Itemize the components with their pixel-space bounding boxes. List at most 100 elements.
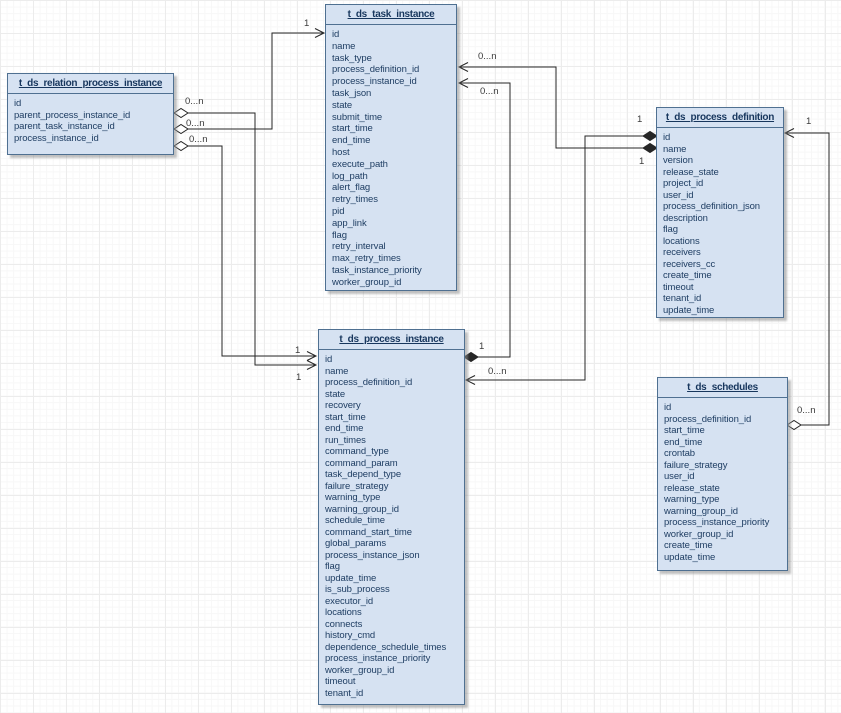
entity-title: t_ds_schedules [658,378,787,398]
entity-field: locations [663,235,700,247]
entity-field: id [664,402,672,413]
entity-field: parent_process_instance_id [14,109,131,121]
entity-field: create_time [663,270,712,281]
relationship-line [181,32,324,130]
entity-field: failure_strategy [664,459,728,471]
relationship-line [459,66,650,149]
arrowhead-icon [457,78,469,88]
entity-field: update_time [664,551,716,563]
arrowhead-icon [464,375,476,385]
composition-diamond [642,142,658,154]
entity-field: parent_task_instance_id [14,121,115,132]
entity-field: run_times [325,434,366,446]
entity-field: user_id [664,471,695,482]
entity-title: t_ds_process_instance [319,330,464,350]
relationship-t-ds-relation-process-instance--t-ds-process-instance[interactable]: 0...n 1 [173,96,318,383]
relationship-t-ds-relation-process-instance--t-ds-task-instance[interactable]: 0...n 1 [173,18,326,135]
entity-field: tenant_id [325,687,364,699]
entity-field: command_type [325,446,389,457]
cardinality-label: 1 [806,116,811,127]
entity-field: update_time [325,572,377,584]
entity-field: alert_flag [332,182,371,194]
entity-field: warning_type [664,494,720,505]
entity-field: process_definition_id [664,413,752,425]
cardinality-label: 0...n [478,51,497,62]
entity-field: recovery [325,400,361,411]
relationship-line [466,135,650,381]
entity-field: end_time [664,436,703,448]
entity-field: worker_group_id [325,664,395,676]
entity-field: project_id [663,178,704,189]
entity-field: task_depend_type [325,469,402,480]
arrowhead-icon [314,28,326,38]
entity-field: name [332,40,356,52]
cardinality-label: 1 [296,372,301,383]
entity-field: state [325,388,346,400]
entity-field: task_instance_priority [332,264,422,276]
entity-field: warning_type [325,492,381,503]
entity-field: execute_path [332,158,388,170]
entity-field: command_param [325,457,398,469]
entity-field: start_time [332,123,373,135]
relationship-t-ds-schedules--t-ds-process-definition[interactable]: 0...n 1 [783,116,830,431]
entity-field: name [325,365,349,377]
entity-field: process_definition_id [325,377,413,388]
cardinality-label: 0...n [480,86,499,97]
entity-field: flag [332,229,347,241]
aggregation-diamond [173,107,189,119]
relationship-t-ds-process-instance--t-ds-task-instance[interactable]: 1 0...n [457,78,511,363]
cardinality-label: 1 [479,341,484,352]
entity-field: task_json [332,87,372,99]
entity-field: is_sub_process [325,584,390,595]
cardinality-label: 1 [304,18,309,29]
composition-diamond [642,130,658,142]
arrowhead-icon [306,360,318,370]
entity-field: user_id [663,189,694,201]
relationship-line [785,132,830,426]
aggregation-diamond [173,123,189,135]
entity-field: failure_strategy [325,480,389,492]
relationship-line [181,145,316,357]
entity-field: state [332,99,353,111]
relationship-t-ds-process-definition--t-ds-process-instance[interactable]: 1 0...n [464,114,658,385]
entity-field: warning_group_id [325,503,399,515]
entity-field: worker_group_id [664,528,734,540]
cardinality-label: 0...n [797,405,816,416]
entity-field: max_retry_times [332,253,401,265]
entity-field: pid [332,205,345,217]
entity-field: version [663,155,693,166]
entity-field: receivers [663,247,701,258]
entity-field: history_cmd [325,630,376,641]
entity-field: timeout [663,281,694,293]
composition-diamond [463,351,479,363]
entity-field: retry_times [332,194,378,206]
arrowhead-icon [783,128,795,138]
entity-field: connects [325,618,363,630]
relationship-t-ds-process-definition--t-ds-task-instance[interactable]: 10...n [457,51,658,167]
entity-field: dependence_schedule_times [325,641,447,653]
entity-field: id [14,98,22,109]
aggregation-diamond [173,140,189,152]
entity-field: tenant_id [663,293,702,304]
entity-field: timeout [325,676,356,687]
entity-field: locations [325,607,362,618]
entity-field: receivers_cc [663,258,716,270]
entity-title: t_ds_process_definition [657,108,783,128]
cardinality-label: 0...n [186,118,205,129]
cardinality-label: 0...n [488,366,507,377]
cardinality-label: 1 [295,345,300,356]
entity-field: end_time [325,423,364,434]
entity-field: command_start_time [325,526,412,538]
entity-field: name [663,143,687,155]
arrowhead-icon [306,351,318,361]
relationship-t-ds-relation-process-instance--t-ds-process-instance[interactable]: 0...n1 [173,134,318,361]
